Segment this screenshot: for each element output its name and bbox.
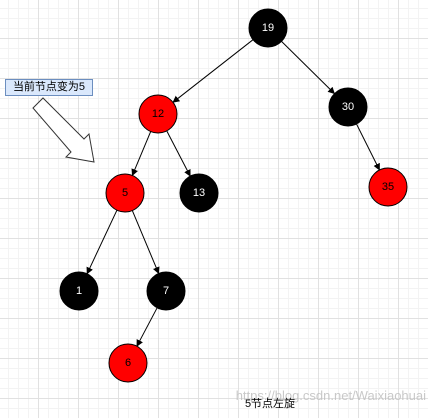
tree-node-13: 13 — [179, 173, 219, 213]
tree-nodes: 19 12 30 5 13 35 1 7 6 — [59, 8, 408, 383]
node-circle-black — [59, 271, 99, 311]
edge-n19-n30 — [281, 40, 335, 95]
tree-node-1: 1 — [59, 271, 99, 311]
edge-n12-n5 — [131, 131, 152, 177]
tree-node-7: 7 — [146, 271, 186, 311]
node-circle-red — [368, 167, 408, 207]
node-label: 12 — [152, 108, 164, 120]
node-circle-black — [146, 271, 186, 311]
current-node-note: 当前节点变为5 — [5, 79, 93, 96]
node-circle-black — [328, 87, 368, 127]
node-circle-black — [248, 8, 288, 48]
tree-node-5: 5 — [105, 173, 145, 213]
tree-node-19: 19 — [248, 8, 288, 48]
node-circle-red — [105, 173, 145, 213]
tree-node-35: 35 — [368, 167, 408, 207]
node-label: 7 — [163, 285, 169, 297]
diagram-caption: 5节点左旋 — [244, 398, 296, 410]
node-circle-red — [138, 94, 178, 134]
edge-n12-n13 — [166, 130, 191, 177]
edge-n19-n12 — [172, 39, 254, 103]
node-label: 13 — [193, 187, 205, 199]
edge-n5-n1 — [86, 209, 118, 275]
node-circle-red — [108, 343, 148, 383]
tree-node-12: 12 — [138, 94, 178, 134]
edge-n7-n6 — [136, 307, 158, 347]
node-label: 5 — [122, 187, 128, 199]
node-label: 30 — [342, 101, 354, 113]
node-label: 6 — [125, 357, 131, 369]
node-label: 35 — [382, 181, 394, 193]
node-label: 19 — [262, 22, 274, 34]
node-label: 1 — [76, 285, 82, 297]
pointer-arrow — [32, 97, 95, 163]
tree-node-30: 30 — [328, 87, 368, 127]
hollow-arrow-shape — [32, 97, 95, 163]
tree-node-6: 6 — [108, 343, 148, 383]
watermark: https://blog.csdn.net/Waixiaohuai — [235, 388, 426, 403]
node-circle-black — [179, 173, 219, 213]
edge-n30-n35 — [356, 123, 380, 171]
edge-n5-n7 — [131, 210, 160, 275]
tree-edges — [86, 39, 380, 347]
